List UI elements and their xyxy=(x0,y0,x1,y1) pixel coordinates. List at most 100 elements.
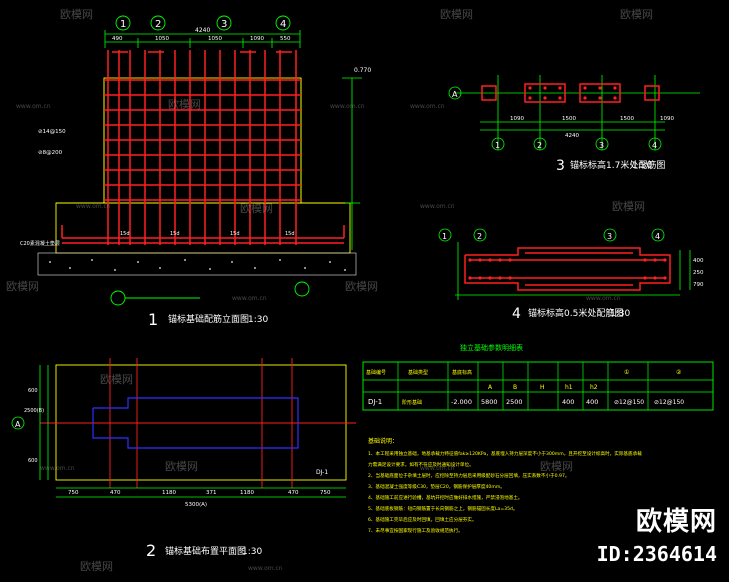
th-9: ② xyxy=(676,369,682,376)
th-8: ① xyxy=(624,369,629,376)
drawing-1-scale: 1:30 xyxy=(248,315,268,325)
d2-axis-a: A xyxy=(15,420,21,429)
drawing-3-scale: 1:30 xyxy=(632,161,652,171)
cushion-label: C20素混凝土垫层 xyxy=(20,240,60,247)
d2-dim-1: 750 xyxy=(68,490,79,496)
drawing-4-title: 锚标标高0.5米处配筋图 xyxy=(528,307,623,319)
axis-3-label: 3 xyxy=(221,19,227,30)
d3-axis-2: 2 xyxy=(537,141,542,150)
dim-2: 1050 xyxy=(155,36,169,42)
wm-brand-5: 欧模网 xyxy=(240,202,273,215)
dim-5: 550 xyxy=(280,36,291,42)
d3-dim-3: 1500 xyxy=(620,116,634,122)
th-1: 基础类型 xyxy=(408,369,428,376)
notes-line-4: 3、基础混凝土强度等级C30，垫层C20，钢筋保护层厚度40mm。 xyxy=(368,483,505,490)
d4-dim-3: 790 xyxy=(693,282,704,288)
drawing-2-plan: A DJ-1 750 470 1180 371 1180 470 750 530… xyxy=(11,358,356,560)
td-1: 阶形基础 xyxy=(402,399,422,406)
drawing-2-scale: 1:30 xyxy=(242,547,262,557)
wm-brand-1: 欧模网 xyxy=(60,8,93,21)
wm-brand-9: 欧模网 xyxy=(100,373,133,386)
anchor-label-2: 15d xyxy=(170,231,180,237)
drawing-2-title: 锚标基础布置平面图 xyxy=(165,545,246,557)
d2-dim-6: 470 xyxy=(288,490,299,496)
wm-brand-3: 欧模网 xyxy=(620,8,653,21)
wm-site-6: www.om.cn xyxy=(232,295,267,302)
wm-brand-4: 欧模网 xyxy=(168,98,201,111)
anchor-label-3: 15d xyxy=(230,231,240,237)
d4-axis-4: 4 xyxy=(655,232,660,241)
td-0: DJ-1 xyxy=(368,398,382,406)
wm-site-3: www.om.cn xyxy=(410,103,445,110)
anchor-label-1: 15d xyxy=(120,231,130,237)
wm-site-8: www.om.cn xyxy=(40,465,75,472)
wm-brand-6: 欧模网 xyxy=(612,200,645,213)
axis-4-label: 4 xyxy=(280,19,286,30)
th-2: 基底标高 xyxy=(452,369,472,376)
notes-line-1: 1、本工程采用独立基础，地基承载力特征值fak≥120KPa，基底埋入持力层深度… xyxy=(368,450,642,457)
dim-1: 490 xyxy=(112,36,123,42)
notes-line-7: 6、基础施工完毕后应及时回填，回填土应分层夯实。 xyxy=(368,516,477,523)
notes-line-6: 5、基础底板钢筋：短向钢筋置于长向钢筋之上，钢筋锚固长度La=35d。 xyxy=(368,505,518,512)
drawing-2-number: 2 xyxy=(146,541,156,560)
td-5: 400 xyxy=(562,398,574,406)
drawing-1-number: 1 xyxy=(148,310,158,329)
foundation-notes: 基础说明： 1、本工程采用独立基础，地基承载力特征值fak≥120KPa，基底埋… xyxy=(368,437,642,534)
anchor-label-4: 15d xyxy=(285,231,295,237)
d2-dim-3: 1180 xyxy=(162,490,176,496)
d4-dim-2: 250 xyxy=(693,270,704,276)
drawing-3-title: 锚标标高1.7米处配筋图 xyxy=(570,159,665,171)
wm-brand-8: 欧模网 xyxy=(345,280,378,293)
watermark-layer: 欧模网 欧模网 欧模网 欧模网 欧模网 欧模网 欧模网 欧模网 欧模网 欧模网 … xyxy=(6,8,653,573)
td-3: 5800 xyxy=(481,398,498,406)
d3-axis-3: 3 xyxy=(599,141,604,150)
notes-line-2: 力需满足设计要求，如有不符应及时通知设计单位。 xyxy=(368,461,474,468)
d2-dim-left-3: 600 xyxy=(28,458,38,464)
drawing-4-number: 4 xyxy=(512,306,521,322)
wm-brand-12: 欧模网 xyxy=(80,560,113,573)
dim-total: 4240 xyxy=(195,27,210,34)
th-3: A xyxy=(488,384,493,391)
dim-3: 1050 xyxy=(208,36,222,42)
d2-dim-2: 470 xyxy=(110,490,121,496)
wm-site-9: www.om.cn xyxy=(420,465,455,472)
wm-site-7: www.om.cn xyxy=(586,295,621,302)
th-0: 基础编号 xyxy=(366,369,386,376)
d4-axis-1: 1 xyxy=(442,232,447,241)
d2-dim-5: 1180 xyxy=(240,490,254,496)
d3-axis-4: 4 xyxy=(652,141,657,150)
drawing-3-section: 1 2 3 4 A 1090 1500 1500 1090 4240 3 锚标标… xyxy=(448,75,700,174)
d4-axis-2: 2 xyxy=(477,232,482,241)
drawing-4-section: 1 2 3 4 400 250 790 4 锚标标高0.5米处配筋图 1:30 xyxy=(438,228,704,322)
d2-dim-left-2: 2500(B) xyxy=(24,408,44,414)
d2-dim-left-1: 600 xyxy=(28,388,38,394)
notes-line-8: 7、未尽事宜按国家现行施工及验收规范执行。 xyxy=(368,527,463,534)
wm-site-10: www.om.cn xyxy=(248,565,283,572)
drawing-1-elevation: 1 2 3 4 4240 490 1050 1050 1090 550 xyxy=(20,15,371,329)
drawing-1-title: 锚标基础配筋立面图 xyxy=(168,313,249,325)
th-4: B xyxy=(513,384,517,391)
brand-logo: 欧模网 xyxy=(635,507,717,537)
d3-dim-2: 1500 xyxy=(562,116,576,122)
d3-axis-a: A xyxy=(452,90,458,99)
dim-4: 1090 xyxy=(250,36,264,42)
d4-dim-1: 400 xyxy=(693,258,704,264)
wm-site-4: www.om.cn xyxy=(76,203,111,210)
notes-title: 基础说明： xyxy=(368,437,398,445)
foundation-parameter-table: 独立基础参数明细表 基础编号 基础类型 基底标高 A B H h1 h2 ① ②… xyxy=(362,343,714,411)
wm-site-1: www.om.cn xyxy=(16,103,51,110)
d3-axis-1: 1 xyxy=(495,141,500,150)
d3-dim-1: 1090 xyxy=(510,116,524,122)
axis-2-label: 2 xyxy=(155,19,161,30)
d2-dim-4: 371 xyxy=(206,490,217,496)
th-6: h1 xyxy=(565,384,573,391)
rebar-label-1: ⊘14@150 xyxy=(38,129,66,135)
notes-line-3: 2、当基础底面位于杂填土层时，应挖除至持力层后采用级配砂石分层回填，压实系数不小… xyxy=(368,472,570,479)
d2-dim-total: 5300(A) xyxy=(185,502,207,508)
td-4: 2500 xyxy=(506,398,523,406)
d3-dim-total: 4240 xyxy=(565,133,579,139)
wm-brand-11: 欧模网 xyxy=(540,460,573,473)
drawing-4-scale: 1:30 xyxy=(610,309,630,319)
asset-id: ID:2364614 xyxy=(596,542,717,566)
